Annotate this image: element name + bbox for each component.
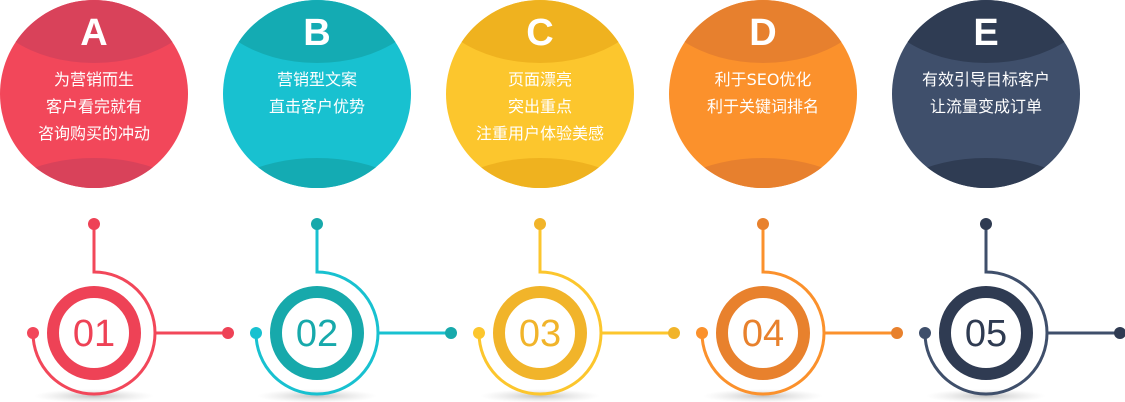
description-line: 利于SEO优化 — [714, 70, 812, 89]
connector-line — [477, 224, 603, 396]
node-dot — [891, 327, 903, 339]
feature-description: 页面漂亮突出重点注重用户体验美感 — [446, 66, 634, 147]
node-dot — [696, 327, 708, 339]
feature-graphic — [892, 0, 1125, 402]
feature-graphic — [446, 0, 680, 402]
feature-letter: A — [80, 12, 108, 54]
feature-graphic — [0, 0, 234, 402]
step-number: 01 — [72, 313, 116, 355]
feature-description: 利于SEO优化利于关键词排名 — [669, 66, 857, 120]
bottom-cap — [892, 158, 1080, 188]
node-dot — [919, 327, 931, 339]
node-dot — [88, 218, 100, 230]
node-dot — [250, 327, 262, 339]
node-dot — [1114, 327, 1125, 339]
node-dot — [27, 327, 39, 339]
node-dot — [445, 327, 457, 339]
feature-description: 为营销而生客户看完就有咨询购买的冲动 — [0, 66, 188, 147]
feature-graphic — [223, 0, 457, 402]
node-dot — [668, 327, 680, 339]
step-number: 02 — [295, 313, 339, 355]
top-cap — [892, 0, 1080, 63]
connector-line — [923, 224, 1049, 396]
shadow — [480, 389, 600, 402]
node-dot — [222, 327, 234, 339]
number-ring — [47, 286, 141, 380]
bottom-cap — [669, 158, 857, 188]
number-ring — [939, 286, 1033, 380]
number-ring — [493, 286, 587, 380]
feature-item: B 营销型文案直击客户优势 02 — [223, 0, 457, 402]
bottom-cap — [223, 158, 411, 188]
bottom-cap — [446, 158, 634, 188]
connector-line — [700, 224, 826, 396]
node-dot — [473, 327, 485, 339]
feature-letter: D — [749, 12, 777, 54]
step-number: 04 — [741, 313, 785, 355]
feature-item: A 为营销而生客户看完就有咨询购买的冲动 01 — [0, 0, 234, 402]
number-ring — [270, 286, 364, 380]
description-line: 营销型文案 — [276, 70, 357, 89]
description-line: 让流量变成订单 — [929, 97, 1042, 116]
shadow — [34, 389, 154, 402]
feature-letter: B — [303, 12, 331, 54]
description-line: 客户看完就有 — [45, 97, 142, 116]
top-cap — [446, 0, 634, 63]
feature-item: E 有效引导目标客户让流量变成订单 05 — [892, 0, 1125, 402]
description-line: 有效引导目标客户 — [921, 70, 1050, 89]
feature-description: 营销型文案直击客户优势 — [223, 66, 411, 120]
feature-description: 有效引导目标客户让流量变成订单 — [892, 66, 1080, 120]
bottom-cap — [0, 158, 188, 188]
description-line: 为营销而生 — [53, 70, 134, 89]
feature-item: C 页面漂亮突出重点注重用户体验美感 03 — [446, 0, 680, 402]
description-line: 直击客户优势 — [268, 97, 365, 116]
feature-letter: E — [973, 12, 999, 54]
node-dot — [757, 218, 769, 230]
node-dot — [311, 218, 323, 230]
shadow — [257, 389, 377, 402]
feature-letter: C — [526, 12, 554, 54]
shadow — [703, 389, 823, 402]
node-dot — [534, 218, 546, 230]
description-line: 突出重点 — [507, 97, 572, 116]
shadow — [926, 389, 1046, 402]
step-number: 03 — [518, 313, 562, 355]
top-cap — [0, 0, 188, 63]
description-line: 页面漂亮 — [507, 70, 572, 89]
number-ring — [716, 286, 810, 380]
connector-line — [31, 224, 157, 396]
description-line: 利于关键词排名 — [706, 97, 819, 116]
top-cap — [669, 0, 857, 63]
top-cap — [223, 0, 411, 63]
description-line: 咨询购买的冲动 — [37, 124, 150, 143]
description-line: 注重用户体验美感 — [475, 124, 604, 143]
feature-graphic — [669, 0, 903, 402]
connector-line — [254, 224, 380, 396]
node-dot — [980, 218, 992, 230]
step-number: 05 — [964, 313, 1008, 355]
feature-item: D 利于SEO优化利于关键词排名 04 — [669, 0, 903, 402]
